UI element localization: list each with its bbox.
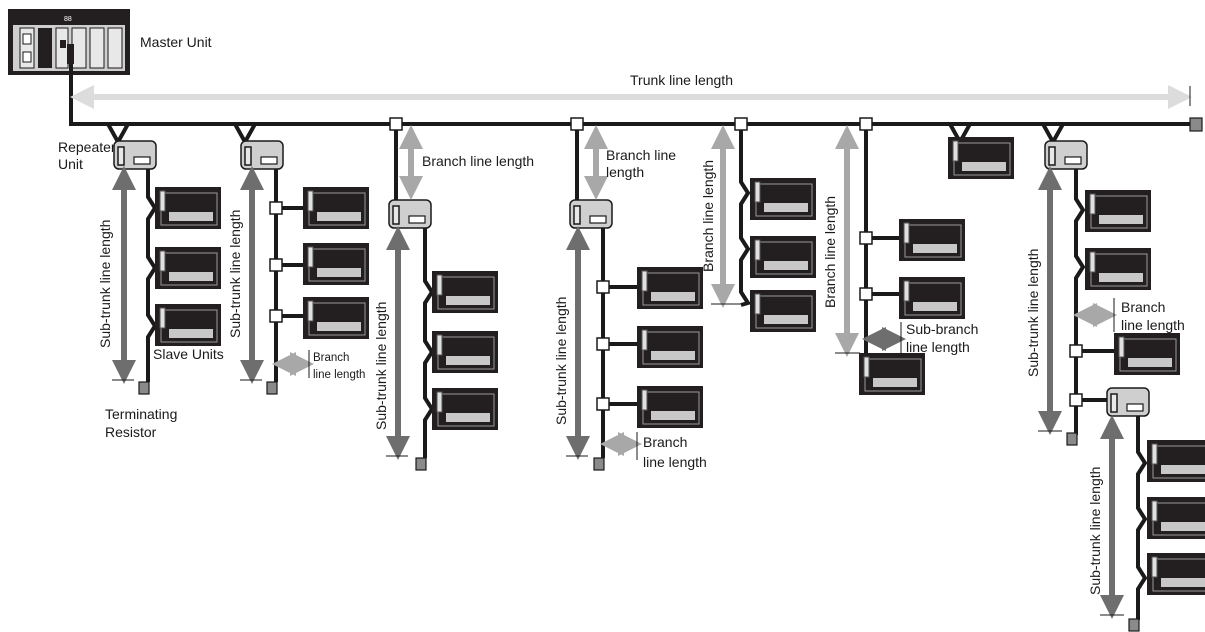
t-branch-3 <box>389 117 403 131</box>
subtrunk-length-label-2: Sub-trunk line length <box>227 210 243 338</box>
t-branch-4 <box>570 117 584 131</box>
slave-units-label: Slave Units <box>153 346 224 362</box>
subtrunk-length-label-7: Sub-trunk line length <box>1025 249 1041 377</box>
slave-unit-1b <box>154 246 222 290</box>
branch-length-arrow-7 <box>1073 298 1117 332</box>
slave-unit-6a <box>898 218 966 262</box>
t-branch-4b <box>596 337 610 351</box>
terminating-resistor-4 <box>593 457 605 471</box>
t-branch-2c <box>269 309 283 323</box>
branch-length-label-2a: Branch <box>313 352 349 364</box>
t-branch-2b <box>269 258 283 272</box>
slave-unit-8a <box>1146 439 1205 483</box>
slave-unit-3a <box>431 270 499 314</box>
master-unit-label: Master Unit <box>140 34 212 50</box>
t-branch-7a <box>1069 344 1083 358</box>
trunk-line-length-label: Trunk line length <box>630 72 733 88</box>
terminating-resistor-7 <box>1066 432 1078 446</box>
subtrunk-length-label-3: Sub-trunk line length <box>373 302 389 430</box>
repeater-unit-7 <box>1044 140 1088 170</box>
branch-length-label-7b: line length <box>1121 317 1185 333</box>
branch-5-cable <box>739 130 752 307</box>
master-connector <box>67 44 74 64</box>
sub-branch-length-arrow <box>862 322 906 356</box>
sub-branch-length-label-1: Sub-branch <box>906 321 978 337</box>
branch-length-arrow-6 <box>835 125 860 357</box>
subtrunk-8-cable <box>1136 416 1148 620</box>
master-display: 88 <box>64 16 72 23</box>
slave-unit-4a <box>636 266 704 310</box>
repeater-unit-3 <box>388 199 432 229</box>
subtrunk-length-arrow-3 <box>386 226 410 460</box>
repeater-unit-label-1: Repeater <box>58 139 116 155</box>
trunk-terminating-resistor <box>1189 117 1203 132</box>
slave-unit-2a <box>302 186 370 230</box>
slave-unit-7c <box>1113 332 1181 376</box>
slave-unit-trunk <box>947 136 1015 180</box>
slave-unit-4b <box>636 325 704 369</box>
slave-unit-7a <box>1084 189 1152 233</box>
subtrunk-length-arrow-2 <box>240 166 264 384</box>
t-branch-4a <box>596 280 610 294</box>
repeater-unit-label-2: Unit <box>58 156 83 172</box>
branch-length-label-5: Branch line length <box>700 160 716 272</box>
slave-unit-3c <box>431 387 499 431</box>
slave-unit-3b <box>431 330 499 374</box>
branch-length-label-4c: Branch <box>643 434 687 450</box>
t-branch-6 <box>859 117 873 131</box>
slave-unit-7b <box>1084 247 1152 291</box>
slave-unit-1c <box>154 303 222 347</box>
branch-length-arrow-5 <box>711 125 745 308</box>
t-branch-2a <box>269 201 283 215</box>
terminating-resistor-1 <box>138 381 150 395</box>
branch-length-label-4b: length <box>606 164 644 180</box>
t-branch-5 <box>734 117 748 131</box>
branch-length-label-4a: Branch line <box>606 147 676 163</box>
subtrunk-length-label-8: Sub-trunk line length <box>1087 467 1103 595</box>
branch-length-label-3: Branch line length <box>422 153 534 169</box>
slave-unit-6c <box>858 352 926 396</box>
terminating-resistor-label-1: Terminating <box>105 406 177 422</box>
slave-unit-5a <box>749 177 817 221</box>
subtrunk-length-label-1: Sub-trunk line length <box>97 220 113 348</box>
slave-unit-6b <box>898 276 966 320</box>
slave-unit-1a <box>154 186 222 230</box>
terminating-resistor-3 <box>415 457 427 471</box>
repeater-unit-8 <box>1106 387 1150 417</box>
t-branch-4c <box>596 397 610 411</box>
subtrunk-2-cable <box>274 169 306 382</box>
subtrunk-length-label-4: Sub-trunk line length <box>553 297 569 425</box>
repeater-unit-2 <box>240 140 284 170</box>
trunk-line-length-arrow <box>70 85 1192 109</box>
branch-length-label-7a: Branch <box>1121 299 1165 315</box>
branch-length-arrow-4-sub <box>600 432 642 460</box>
repeater-unit-4 <box>569 199 613 229</box>
sub-branch-length-label-2: line length <box>906 339 970 355</box>
slave-unit-4c <box>636 385 704 429</box>
terminating-resistor-8 <box>1128 618 1140 632</box>
terminating-resistor-2 <box>266 381 278 395</box>
t-branch-6a <box>859 231 873 245</box>
slave-unit-2c <box>302 296 370 340</box>
subtrunk-length-arrow-1 <box>112 166 136 384</box>
subtrunk-length-arrow-8 <box>1100 415 1124 619</box>
subtrunk-length-arrow-7 <box>1038 166 1062 435</box>
t-branch-7b <box>1069 393 1083 407</box>
slave-unit-5c <box>749 289 817 333</box>
branch-length-arrow-2 <box>272 350 314 378</box>
slave-unit-5b <box>749 235 817 279</box>
branch-length-label-6: Branch line length <box>822 196 838 308</box>
slave-unit-2b <box>302 242 370 286</box>
repeater-unit-1 <box>113 140 157 170</box>
slave-unit-8b <box>1146 496 1205 540</box>
t-branch-6b <box>859 287 873 301</box>
branch-length-label-4d: line length <box>643 454 707 470</box>
branch-length-label-2b: line length <box>313 369 365 381</box>
subtrunk-length-arrow-4 <box>566 226 590 460</box>
subtrunk-3-cable <box>423 228 435 458</box>
slave-unit-8c <box>1146 552 1205 596</box>
terminating-resistor-label-2: Resistor <box>105 424 157 440</box>
